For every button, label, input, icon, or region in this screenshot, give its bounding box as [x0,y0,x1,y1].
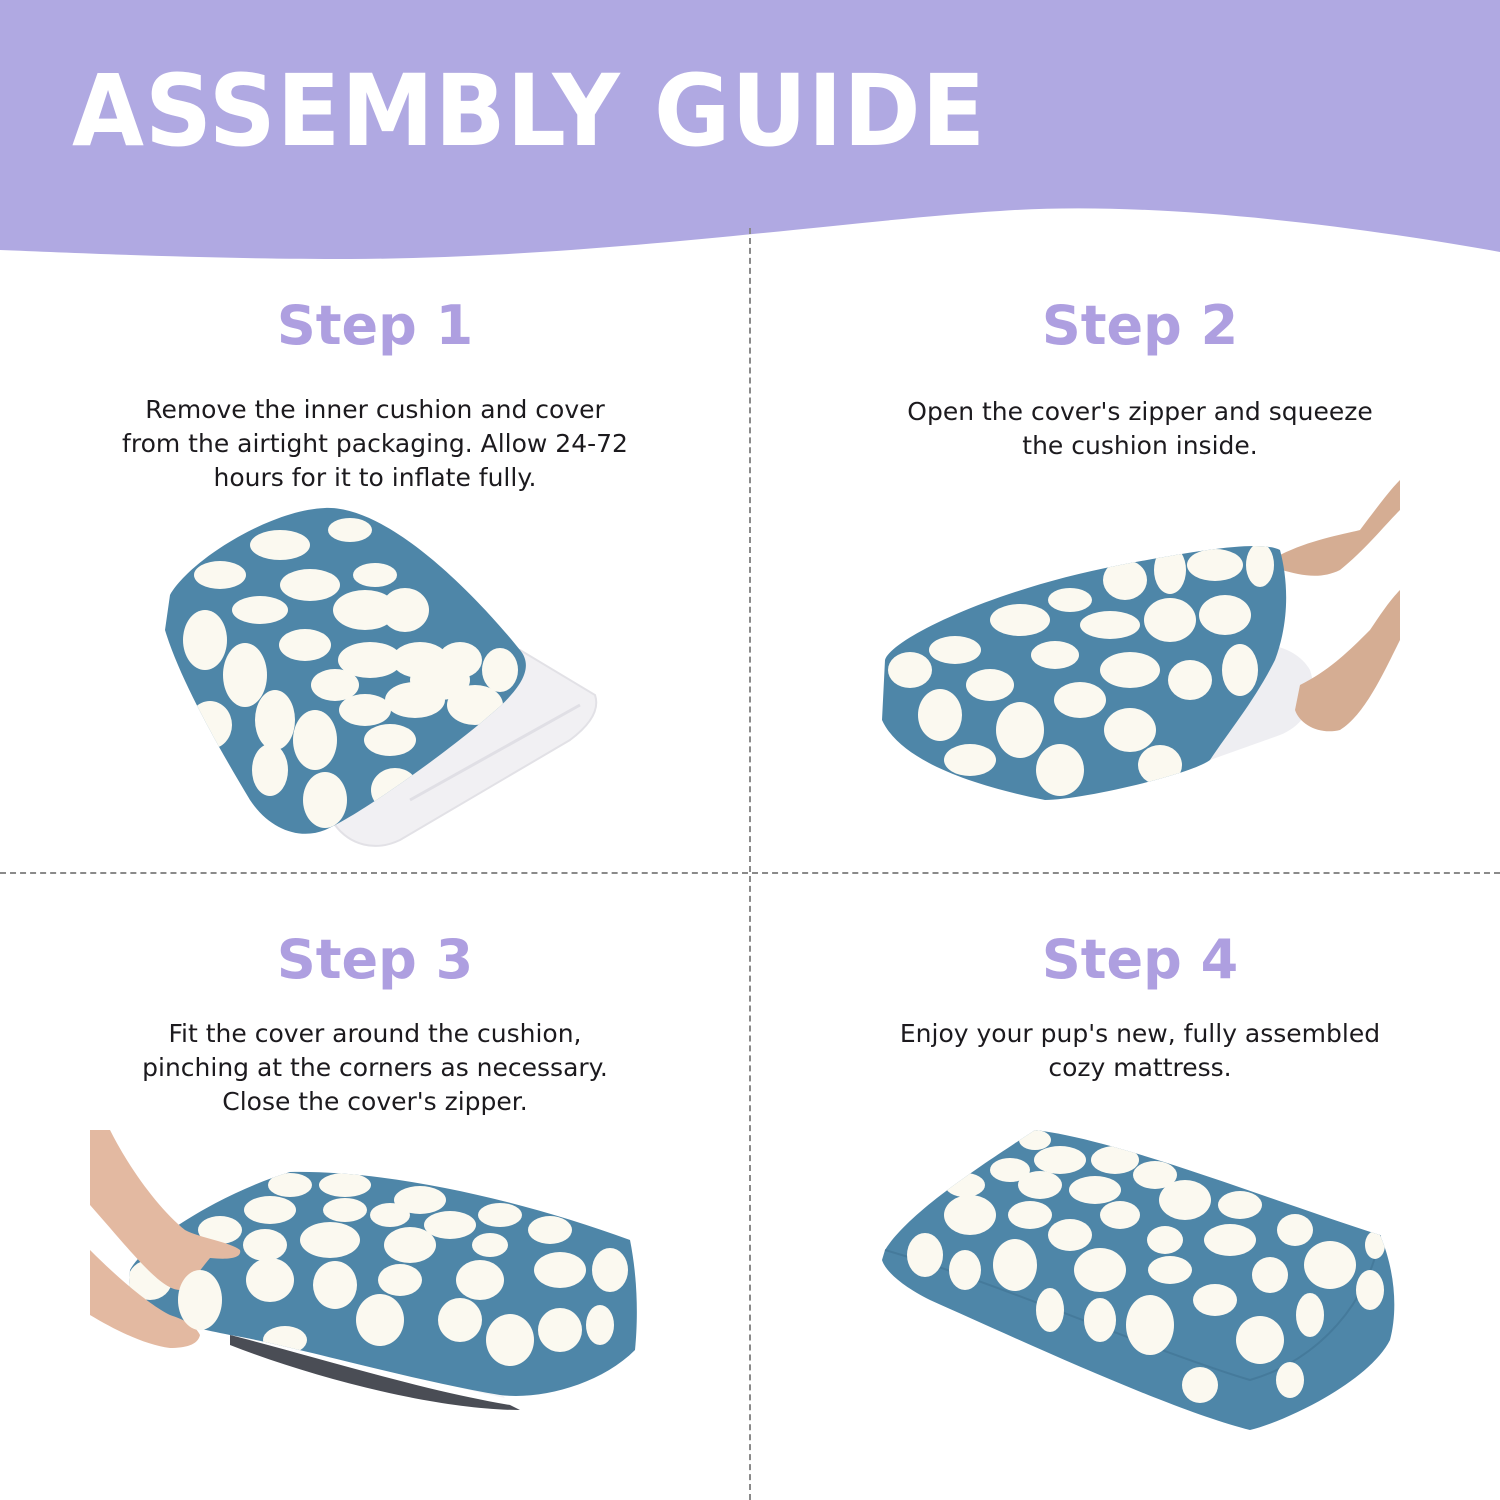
step-1-image [150,500,610,860]
step-3-panel: Step 3 Fit the cover around the cushion,… [0,933,750,1119]
step-2-heading: Step 2 [1041,294,1239,357]
fitting-cover-illustration [90,1130,637,1410]
step-3-heading: Step 3 [276,928,474,991]
step-2-image [870,470,1400,850]
step-3-image [90,1130,650,1460]
step-1-heading: Step 1 [276,294,474,357]
wave-banner-shape [0,0,1500,259]
vertical-divider [749,228,751,1500]
step-2-description: Open the cover's zipper and squeeze the … [907,397,1373,460]
page-title: ASSEMBLY GUIDE [72,54,987,169]
header-banner: ASSEMBLY GUIDE [0,0,1500,270]
step-3-description: Fit the cover around the cushion, pinchi… [142,1019,608,1116]
folded-cushion-illustration [165,507,598,847]
step-4-panel: Step 4 Enjoy your pup's new, fully assem… [765,933,1500,1085]
step-1-description: Remove the inner cushion and cover from … [122,395,628,492]
step-4-heading: Step 4 [1041,928,1239,991]
step-2-panel: Step 2 Open the cover's zipper and squee… [765,299,1500,463]
lifting-cover-illustration [882,480,1400,800]
assembled-mattress-illustration [882,1130,1395,1430]
horizontal-divider [0,872,1500,874]
step-1-panel: Step 1 Remove the inner cushion and cove… [0,299,750,495]
step-4-image [870,1120,1410,1480]
step-4-description: Enjoy your pup's new, fully assembled co… [899,1019,1381,1082]
